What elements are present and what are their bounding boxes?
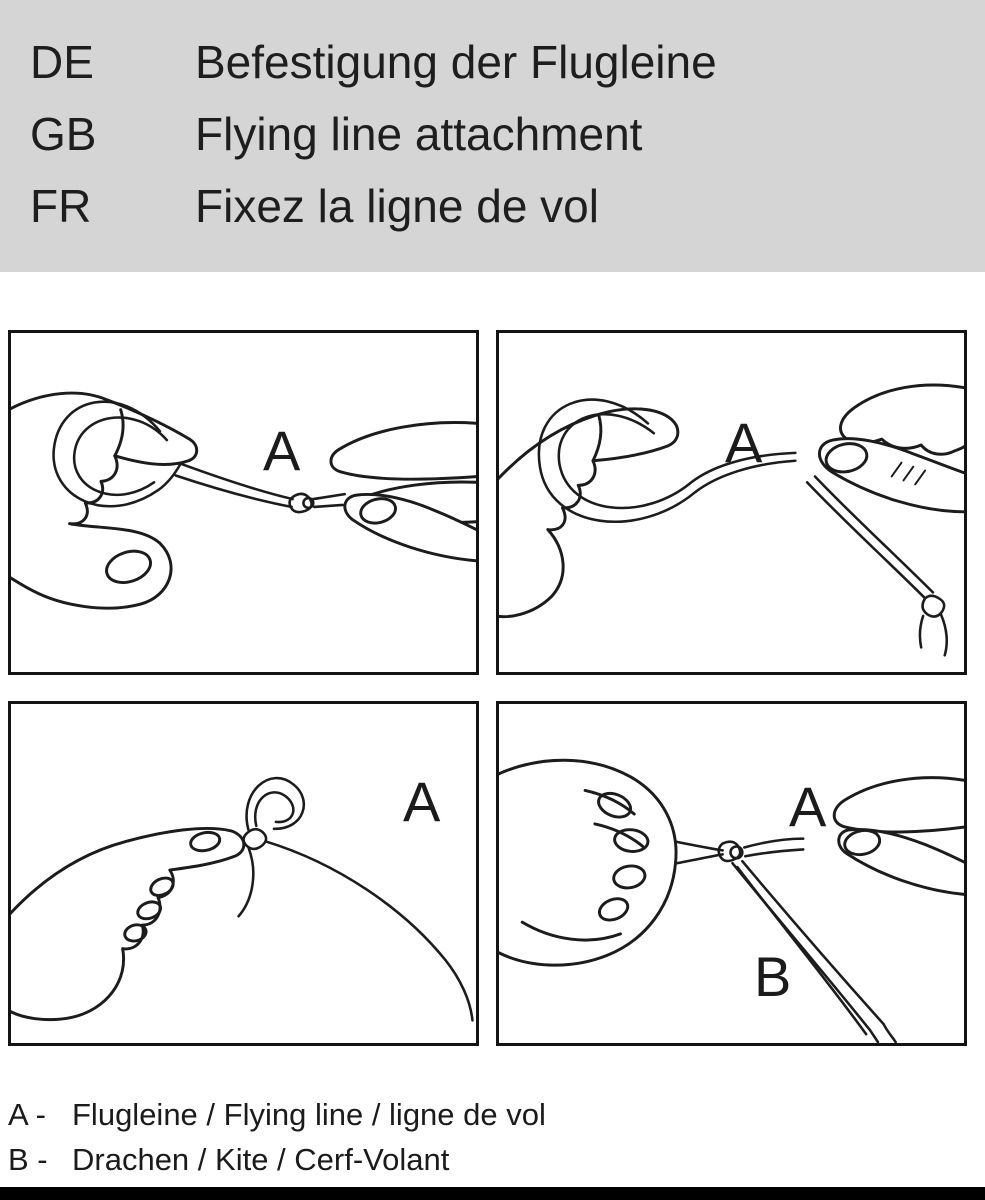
panel-step-2: A: [496, 330, 967, 675]
fingernail: [136, 900, 163, 921]
thumbnail: [189, 830, 222, 853]
string-loop: [537, 398, 797, 523]
flying-line: [264, 840, 474, 1022]
header-row-de: DE Befestigung der Flugleine: [30, 26, 985, 98]
left-hand: [499, 407, 680, 618]
label-flying-line-a: A: [403, 770, 441, 833]
motion-marks: [890, 461, 927, 486]
multilingual-header: DE Befestigung der Flugleine GB Flying l…: [0, 0, 985, 272]
bottom-black-bar: [0, 1187, 985, 1200]
panel-step-1: A: [8, 330, 479, 675]
string-loop: [52, 400, 182, 508]
label-kite-b: B: [754, 945, 792, 1008]
legend-text-b: Drachen / Kite / Cerf-Volant: [72, 1141, 450, 1177]
knot: [242, 827, 268, 851]
panel-step-3: A: [8, 701, 479, 1046]
knot: [921, 594, 946, 618]
thumbnail: [105, 549, 152, 584]
left-hand: [11, 391, 199, 610]
panel-step-4: A B: [496, 701, 967, 1046]
legend-key-b: B -: [8, 1141, 48, 1177]
title-de: Befestigung der Flugleine: [195, 36, 717, 88]
legend-key-a: A -: [8, 1096, 46, 1132]
knot: [288, 492, 313, 514]
string-loop: [245, 776, 305, 832]
language-code-gb: GB: [30, 108, 97, 160]
right-hand: [832, 776, 964, 834]
label-flying-line-a: A: [263, 419, 301, 482]
header-row-gb: GB Flying line attachment: [30, 98, 985, 170]
thumbnail: [843, 828, 882, 857]
label-flying-line-a: A: [725, 411, 763, 474]
language-code-fr: FR: [30, 180, 92, 232]
instruction-panels: A: [0, 330, 985, 1046]
right-hand: [839, 383, 964, 456]
title-fr: Fixez la ligne de vol: [195, 180, 599, 232]
legend-text-a: Flugleine / Flying line / ligne de vol: [72, 1096, 546, 1132]
thumbnail: [359, 497, 397, 525]
hands-forming-loop-illustration: [11, 391, 476, 610]
left-hand: [11, 826, 246, 1022]
language-code-de: DE: [30, 36, 94, 88]
fingernail: [612, 864, 647, 890]
fingernail: [597, 897, 630, 922]
thumbnail: [824, 442, 869, 474]
label-flying-line-a: A: [789, 775, 827, 838]
legend-item-b: B - Drachen / Kite / Cerf-Volant: [8, 1137, 985, 1182]
hands-tightening-knot-illustration: [499, 383, 964, 657]
fingernail: [149, 876, 175, 897]
flying-line: [742, 837, 805, 849]
right-hand: [329, 421, 476, 481]
hand-holding-finished-knot-illustration: [11, 776, 474, 1022]
legend-item-a: A - Flugleine / Flying line / ligne de v…: [8, 1092, 985, 1137]
legend: A - Flugleine / Flying line / ligne de v…: [0, 1092, 985, 1182]
header-row-fr: FR Fixez la ligne de vol: [30, 170, 985, 242]
title-gb: Flying line attachment: [195, 108, 643, 160]
attaching-line-to-kite-illustration: [499, 758, 964, 1043]
fingernail: [613, 828, 650, 853]
fingernail: [123, 923, 148, 943]
